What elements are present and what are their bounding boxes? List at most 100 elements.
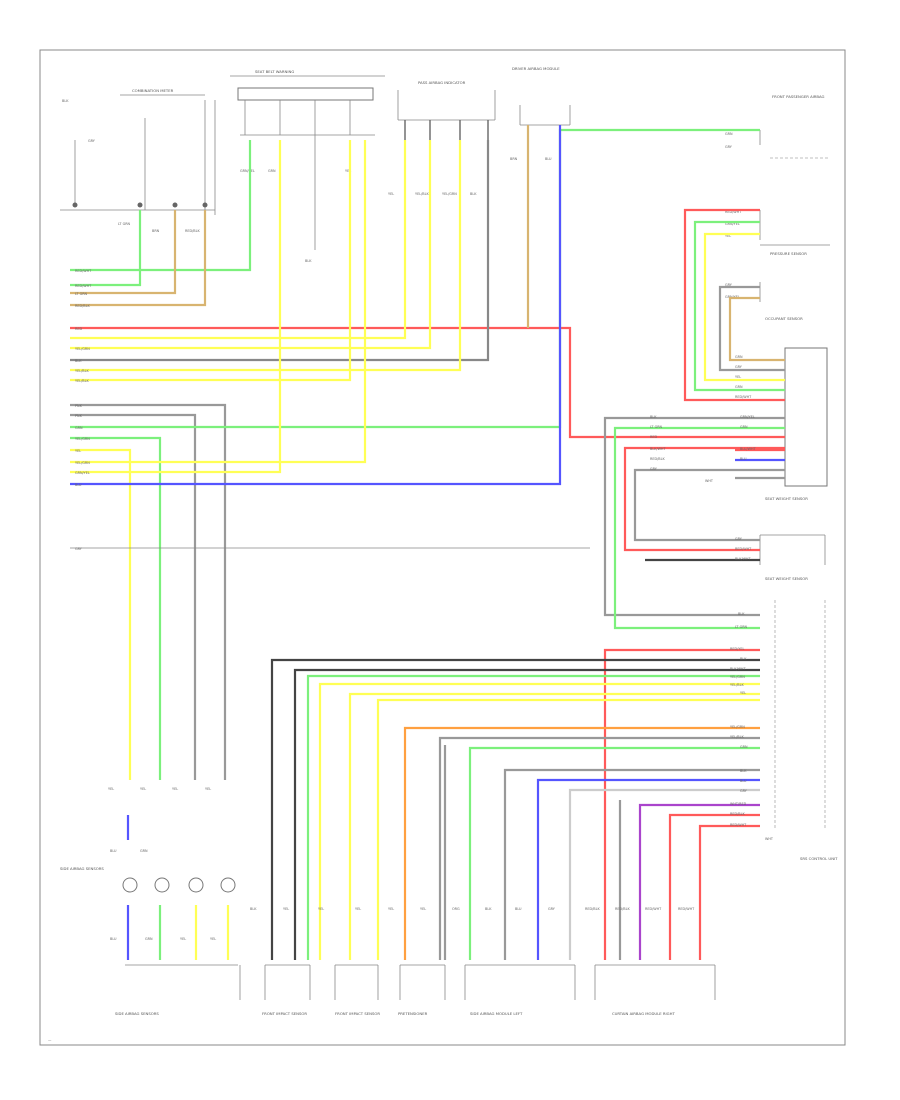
svg-text:GRN: GRN (268, 169, 276, 173)
curtain-airbag-module-right: CURTAIN AIRBAG MODULE RIGHT RED/BLK RED/… (585, 907, 716, 1016)
sensor-icon (220, 877, 236, 893)
svg-text:BLU: BLU (75, 483, 82, 487)
svg-text:RED/WHT: RED/WHT (678, 907, 695, 911)
wire-yellow (703, 232, 785, 382)
svg-text:WHT: WHT (765, 837, 774, 841)
wire-gray (70, 140, 490, 362)
sensor-icon (188, 877, 204, 893)
svg-text:BLK: BLK (485, 907, 492, 911)
svg-text:GRN/YEL: GRN/YEL (740, 415, 755, 419)
svg-text:YEL/BLK: YEL/BLK (730, 683, 744, 687)
wire-purple (638, 803, 760, 960)
svg-text:YEL/BLK: YEL/BLK (75, 379, 89, 383)
wire-green (70, 140, 252, 272)
side-airbag-module-left: SIDE AIRBAG MODULE LEFT ORG BLK BLU GRY (452, 907, 576, 1016)
svg-text:GRY: GRY (735, 537, 743, 541)
wire-yellow (70, 140, 407, 340)
svg-text:COMBINATION METER: COMBINATION METER (132, 88, 174, 93)
wire-green (70, 128, 760, 429)
svg-text:GRY: GRY (88, 139, 96, 143)
srs-pin-labels: GRN GRY YEL GRN RED/WHT BLK LT GRN RED B… (650, 355, 774, 841)
svg-text:BLK: BLK (738, 612, 745, 616)
svg-text:YEL: YEL (75, 449, 81, 453)
svg-text:RED: RED (650, 435, 657, 439)
wire-yellow (348, 692, 760, 960)
svg-text:RED/WHT: RED/WHT (730, 823, 747, 827)
svg-text:LT GRN: LT GRN (75, 292, 88, 296)
svg-text:RED/BLK: RED/BLK (650, 457, 665, 461)
passenger-airbag-indicator: PASS AIRBAG INDICATOR YEL YEL/BLK YEL/GR… (388, 80, 496, 196)
svg-text:YEL/BLK: YEL/BLK (730, 735, 744, 739)
wire-yellow (70, 140, 462, 372)
page-marker: — (48, 1038, 52, 1042)
wire-red (698, 824, 760, 960)
svg-text:YEL: YEL (318, 907, 324, 911)
sensor-icon (154, 877, 170, 893)
wire-yellow (70, 140, 282, 474)
svg-text:GRN: GRN (740, 425, 748, 429)
wire-red (668, 813, 760, 960)
wire-tan (70, 210, 177, 295)
svg-text:GRN: GRN (735, 355, 743, 359)
svg-text:PRETENSIONER: PRETENSIONER (398, 1011, 428, 1016)
wire-gray (438, 736, 760, 960)
wire-orange (403, 726, 760, 960)
svg-text:BLK: BLK (740, 657, 747, 661)
wire-yellow (70, 448, 132, 780)
svg-text:WHT/RED: WHT/RED (730, 802, 747, 806)
left-pin-labels: RED/WHT RED/WHT LT GRN RED/BLK RED YEL/G… (75, 269, 92, 551)
svg-text:PNK: PNK (75, 414, 83, 418)
svg-text:BLK: BLK (305, 259, 312, 263)
svg-text:BLU: BLU (545, 157, 552, 161)
svg-text:BLK/WHT: BLK/WHT (650, 447, 666, 451)
front-impact-sensor-left: FRONT IMPACT SENSOR YEL YEL (318, 907, 380, 1016)
svg-text:RED/BLK: RED/BLK (585, 907, 600, 911)
svg-text:PRESSURE SENSOR: PRESSURE SENSOR (770, 251, 807, 256)
svg-text:GRN: GRN (740, 745, 748, 749)
svg-text:BLK: BLK (740, 769, 747, 773)
svg-text:DRIVER AIRBAG MODULE: DRIVER AIRBAG MODULE (512, 66, 560, 71)
svg-text:YEL: YEL (388, 192, 394, 196)
wire-green (468, 746, 760, 960)
svg-text:SEAT WEIGHT SENSOR: SEAT WEIGHT SENSOR (765, 496, 808, 501)
wire-gray (718, 285, 785, 372)
sensor-icon (122, 877, 138, 893)
combination-meter: COMBINATION METER BLK GRY LT GRN BRN RED… (60, 88, 216, 233)
seat-weight-sensor: SEAT WEIGHT SENSOR SEAT WEIGHT SENSOR (759, 496, 826, 830)
ground-dot (172, 202, 178, 208)
svg-text:BLU: BLU (110, 849, 117, 853)
svg-text:YEL/GRN: YEL/GRN (442, 192, 457, 196)
wire-green (70, 210, 142, 287)
svg-text:PNK: PNK (75, 404, 83, 408)
svg-text:YEL/GRN: YEL/GRN (75, 461, 90, 465)
svg-text:GRY: GRY (725, 145, 733, 149)
svg-text:YEL/BLK: YEL/BLK (75, 369, 89, 373)
diagram-frame (39, 49, 846, 1046)
svg-text:CURTAIN AIRBAG MODULE RIGHT: CURTAIN AIRBAG MODULE RIGHT (612, 1011, 675, 1016)
svg-text:RED/WHT: RED/WHT (735, 395, 752, 399)
wire-gray (70, 403, 227, 780)
svg-text:YEL: YEL (735, 375, 741, 379)
svg-text:YEL: YEL (355, 907, 361, 911)
svg-text:BRN: BRN (152, 229, 160, 233)
svg-text:RED/WHT: RED/WHT (75, 284, 92, 288)
svg-text:WHT: WHT (705, 479, 714, 483)
svg-text:BLK: BLK (470, 192, 477, 196)
front-passenger-airbag: FRONT PASSENGER AIRBAG GRN GRY (725, 94, 830, 159)
wire-green (613, 426, 785, 630)
wire-green (693, 220, 785, 392)
wire-dark (293, 668, 760, 960)
svg-text:SEAT WEIGHT SENSOR: SEAT WEIGHT SENSOR (765, 576, 808, 581)
svg-text:GRN: GRN (145, 937, 153, 941)
svg-text:SIDE AIRBAG SENSORS: SIDE AIRBAG SENSORS (60, 866, 104, 871)
wire-yellow (318, 682, 760, 960)
svg-text:RED/WHT: RED/WHT (645, 907, 662, 911)
wire-red (70, 326, 785, 439)
svg-text:YEL: YEL (420, 907, 426, 911)
svg-text:YEL: YEL (210, 937, 216, 941)
svg-text:BLU/WHT: BLU/WHT (740, 447, 757, 451)
wire-dark (270, 658, 760, 960)
wire-gray (568, 788, 760, 960)
svg-text:GRN/YEL: GRN/YEL (240, 169, 255, 173)
svg-text:YEL: YEL (740, 691, 746, 695)
